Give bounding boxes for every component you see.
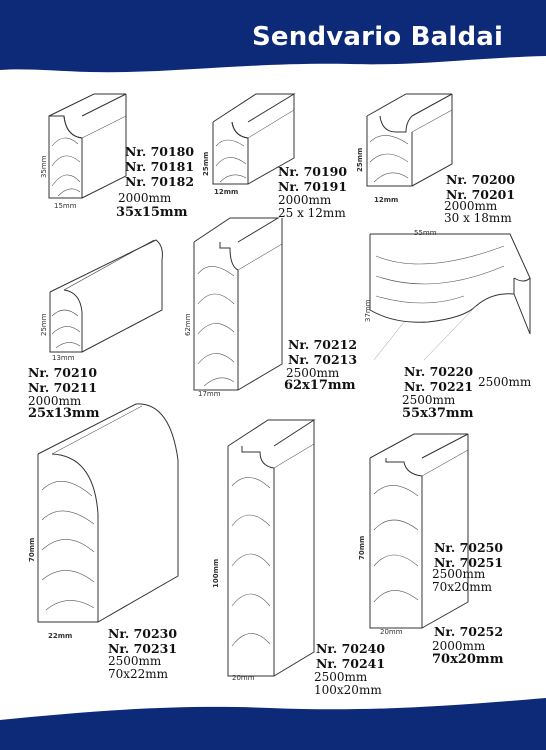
- height-dim: 35mm: [40, 155, 48, 178]
- width-dim: 12mm: [374, 196, 399, 204]
- size: 25x13mm: [28, 406, 100, 421]
- height-dim: 70mm: [358, 535, 366, 560]
- width-dim: 17mm: [198, 390, 221, 398]
- product-codes: Nr. 70220 Nr. 70221: [404, 364, 473, 394]
- extra-length: 2000mm: [432, 639, 486, 653]
- page-title: Sendvario Baldai: [252, 22, 504, 52]
- profile-drawing-70212: [193, 217, 283, 391]
- code: Nr. 70211: [28, 380, 98, 395]
- code: Nr. 70181: [125, 159, 195, 174]
- code: Nr. 70221: [404, 379, 474, 394]
- product-codes: Nr. 70200 Nr. 70201: [446, 172, 515, 202]
- height-dim: 25mm: [356, 147, 364, 172]
- length: 2000mm: [278, 193, 332, 207]
- profile-drawing-70180: [48, 93, 127, 199]
- product-codes: Nr. 70240 Nr. 70241: [316, 641, 385, 671]
- width-dim: 20mm: [232, 674, 255, 682]
- code: Nr. 70240: [316, 641, 386, 656]
- code: Nr. 70210: [28, 365, 98, 380]
- length: 2500mm: [286, 366, 340, 380]
- code: Nr. 70190: [278, 164, 348, 179]
- code: Nr. 70241: [316, 656, 386, 671]
- extra-size: 70x20mm: [432, 652, 504, 667]
- code: Nr. 70201: [446, 187, 516, 202]
- width-dim: 12mm: [214, 188, 239, 196]
- width-dim: 55mm: [414, 229, 437, 237]
- profile-drawing-70190: [212, 93, 296, 185]
- length: 2000mm: [118, 191, 172, 205]
- width-dim: 13mm: [52, 354, 75, 362]
- profile-drawing-70230: [37, 403, 179, 623]
- product-codes: Nr. 70250 Nr. 70251: [434, 540, 503, 570]
- size: 100x20mm: [314, 683, 382, 697]
- size: 70x20mm: [432, 580, 493, 594]
- profile-drawing-70200: [366, 93, 453, 187]
- length: 2500mm: [108, 654, 162, 668]
- product-codes: Nr. 70190 Nr. 70191: [278, 164, 347, 194]
- profile-drawing-70240: [227, 419, 316, 677]
- product-codes: Nr. 70230 Nr. 70231: [108, 626, 177, 656]
- code: Nr. 70231: [108, 641, 178, 656]
- code: Nr. 70250: [434, 540, 504, 555]
- product-codes: Nr. 70210 Nr. 70211: [28, 365, 97, 395]
- width-dim: 22mm: [48, 632, 73, 640]
- size: 25 x 12mm: [278, 206, 346, 220]
- footer-band: [0, 698, 546, 750]
- profile-drawing-70220: [369, 233, 531, 361]
- width-dim: 15mm: [54, 202, 77, 210]
- length: 2500mm: [432, 567, 486, 581]
- code: Nr. 70212: [288, 337, 358, 352]
- height-dim: 25mm: [202, 151, 210, 176]
- extra-code: Nr. 70252: [434, 624, 504, 639]
- height-dim: 70mm: [28, 537, 36, 562]
- height-dim: 100mm: [212, 558, 220, 588]
- length: 2500mm: [402, 393, 456, 407]
- code: Nr. 70251: [434, 555, 504, 570]
- code: Nr. 70191: [278, 179, 348, 194]
- height-dim: 62mm: [184, 313, 192, 336]
- code: Nr. 70180: [125, 144, 195, 159]
- product-codes: Nr. 70180 Nr. 70181 Nr. 70182: [125, 144, 194, 189]
- length: 2500mm: [314, 670, 368, 684]
- length: 2000mm: [28, 394, 82, 408]
- length-side: 2500mm: [478, 375, 532, 389]
- size: 35x15mm: [116, 205, 188, 220]
- width-dim: 20mm: [380, 628, 403, 636]
- height-dim: 37mm: [364, 299, 372, 322]
- size: 62x17mm: [284, 378, 356, 393]
- size: 30 x 18mm: [444, 211, 512, 225]
- length: 2000mm: [444, 199, 498, 213]
- header-banner: [0, 0, 546, 73]
- height-dim: 25mm: [40, 313, 48, 336]
- size: 70x22mm: [108, 667, 169, 681]
- product-codes: Nr. 70212 Nr. 70213: [288, 337, 357, 367]
- size: 55x37mm: [402, 406, 474, 421]
- profile-drawing-70250: [369, 433, 469, 629]
- code: Nr. 70200: [446, 172, 516, 187]
- code: Nr. 70230: [108, 626, 178, 641]
- code: Nr. 70213: [288, 352, 358, 367]
- code: Nr. 70182: [125, 174, 195, 189]
- code: Nr. 70220: [404, 364, 474, 379]
- profile-drawing-70210: [49, 239, 163, 353]
